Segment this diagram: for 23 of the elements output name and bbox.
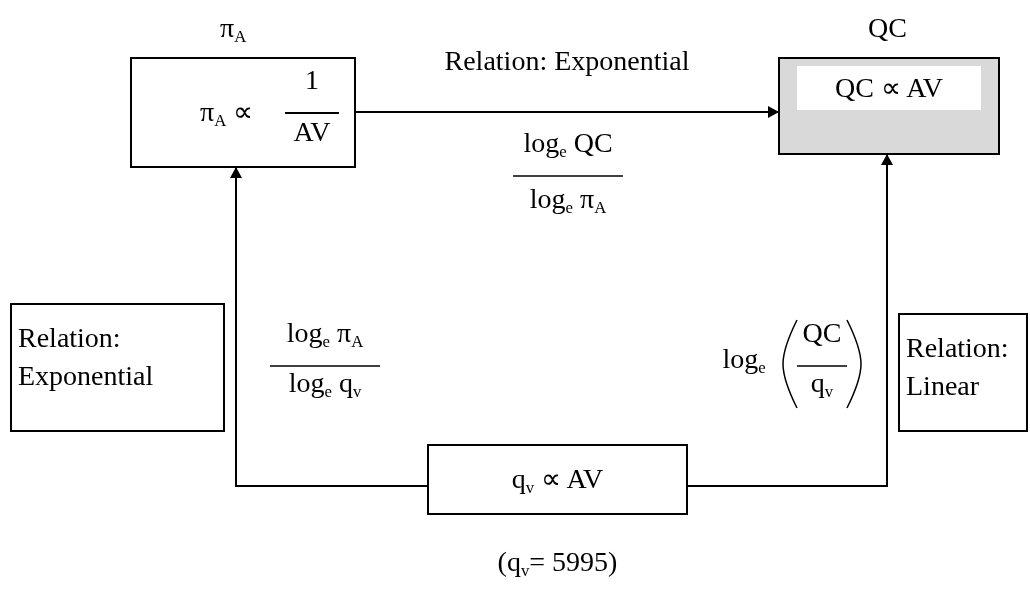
edge-label: Relation: Exponential: [443, 46, 691, 77]
arrow: [355, 106, 779, 118]
node-heading: π$_{A}$: [220, 13, 247, 47]
formula-box: [10, 303, 225, 432]
relation-text: Relation: Exponential: [18, 321, 155, 393]
numerator: 1: [304, 65, 320, 96]
denominator: AV: [292, 117, 332, 148]
formula-label: QC: [801, 318, 843, 349]
formula-box: [898, 313, 1028, 432]
node-heading: QC: [868, 13, 907, 44]
formula-label: log$_{e}$ π$_{A}$: [528, 184, 608, 218]
node-note: (q$_{v}$= 5995): [496, 547, 619, 581]
formula-label: log$_{e}$ QC: [522, 128, 614, 162]
formula-label: q$_{v}$: [809, 368, 835, 402]
arrow: [687, 154, 893, 487]
formula-label: log$_{e}$: [721, 344, 767, 378]
arrow: [230, 167, 428, 487]
formula-label: log$_{e}$ π$_{A}$: [285, 318, 365, 352]
formula-label: log$_{e}$ q$_{v}$: [287, 368, 363, 402]
formula-text: q$_{v}$ ∝ AV: [510, 464, 605, 498]
formula-text: QC ∝ AV: [797, 66, 981, 110]
formula-text: π$_{A}$ ∝: [200, 97, 254, 131]
relation-text: Relation: Linear: [906, 331, 1010, 403]
